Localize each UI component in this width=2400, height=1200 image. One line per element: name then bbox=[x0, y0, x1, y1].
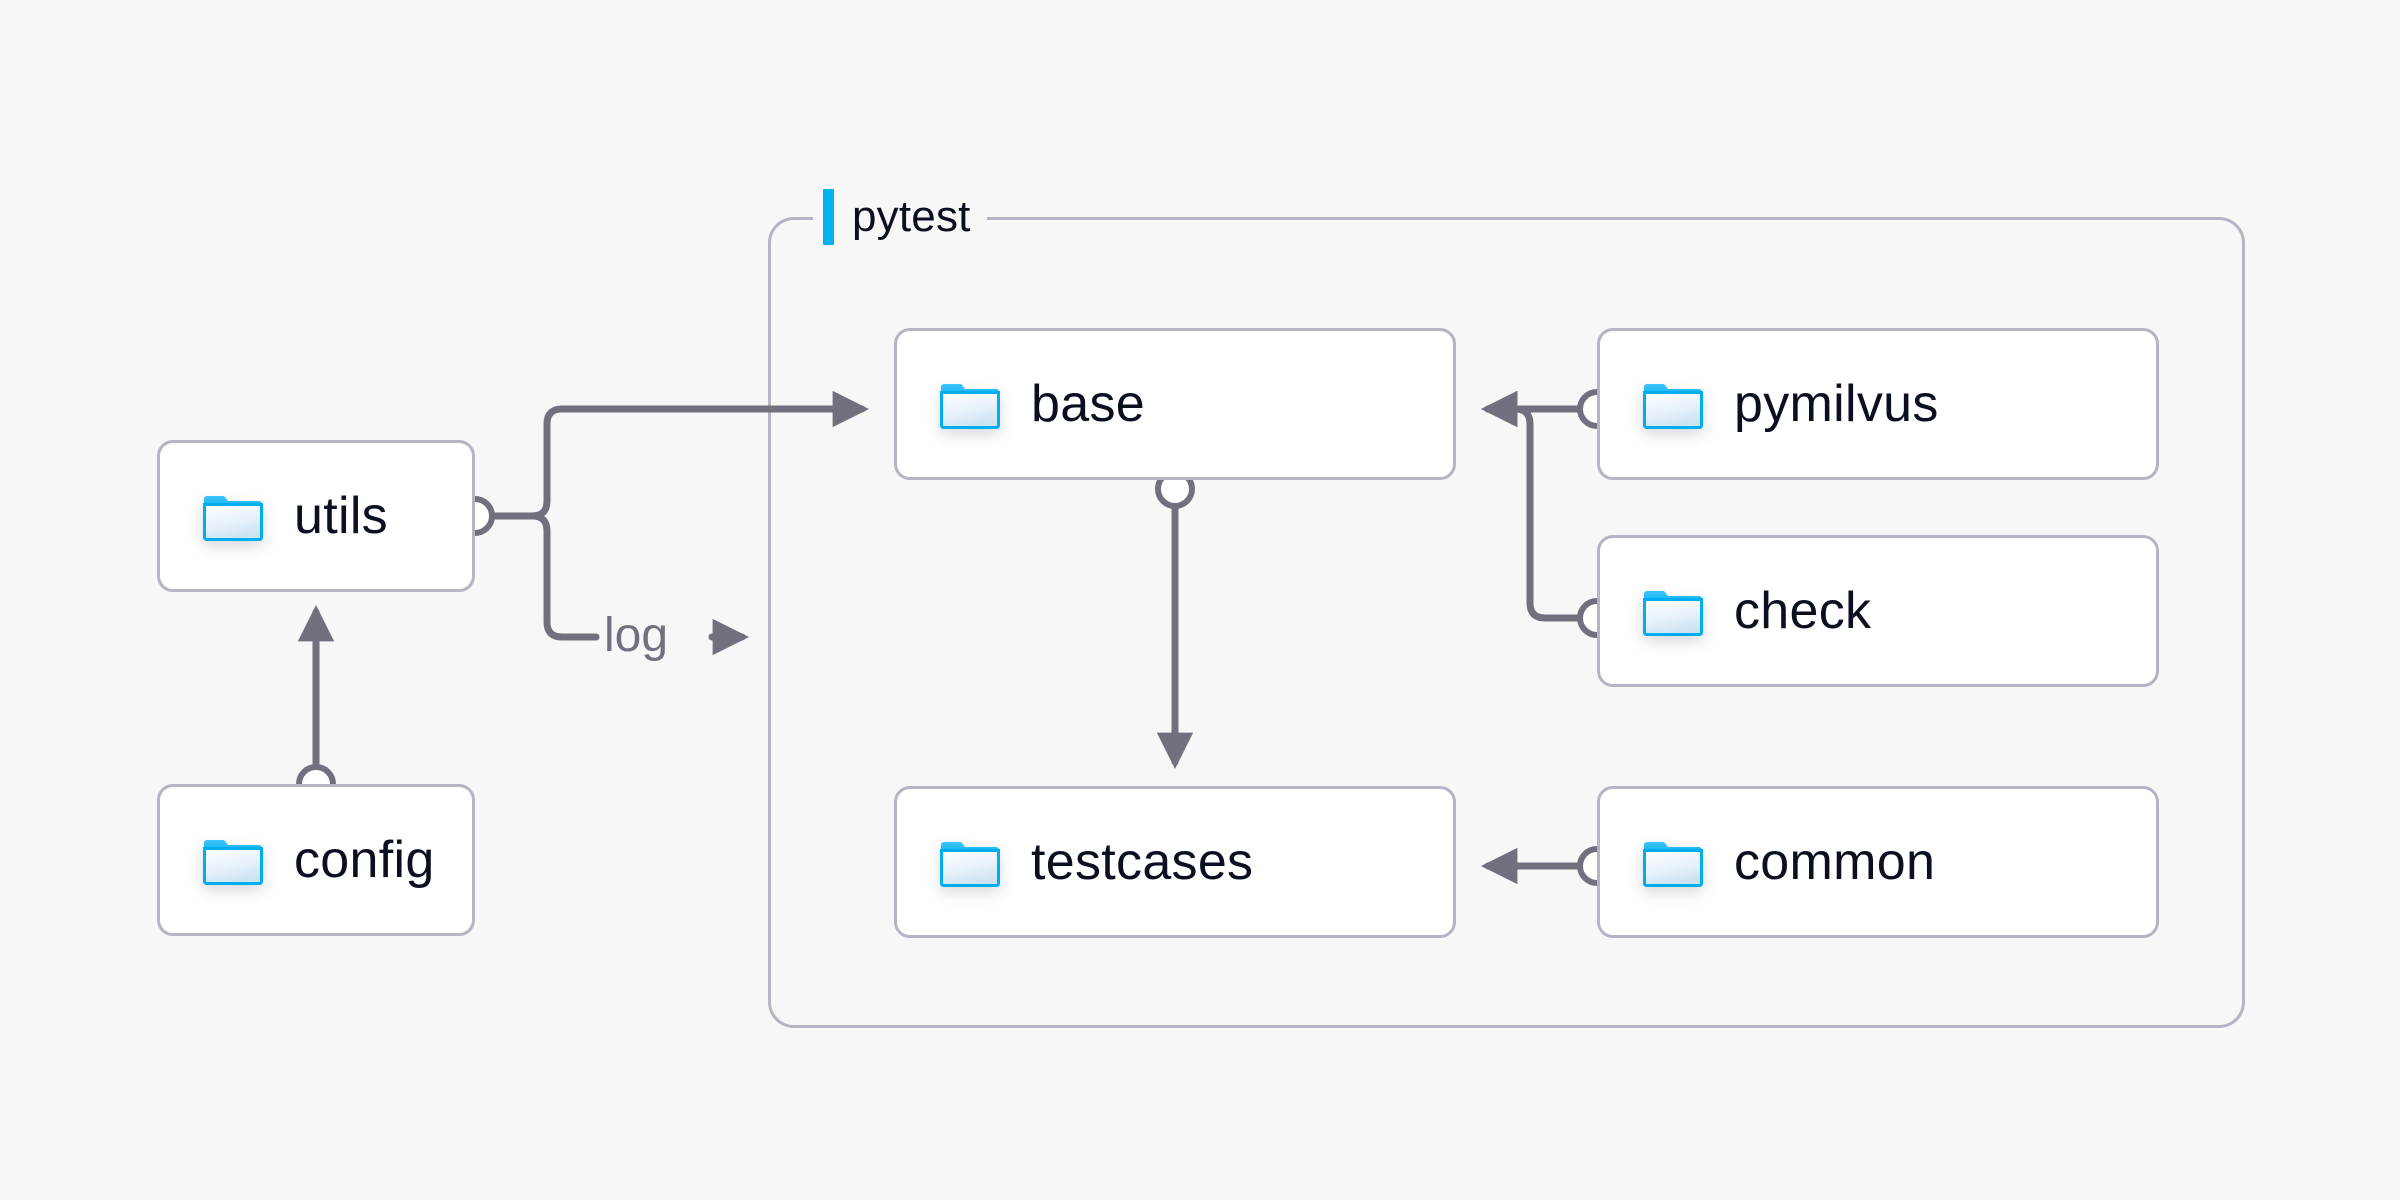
node-utils[interactable]: utils bbox=[157, 440, 475, 592]
folder-icon bbox=[1642, 378, 1704, 430]
accent-bar-icon bbox=[823, 189, 834, 245]
node-config[interactable]: config bbox=[157, 784, 475, 936]
pytest-group-container[interactable] bbox=[768, 217, 2245, 1028]
edge-label-log: log bbox=[604, 609, 669, 662]
node-common[interactable]: common bbox=[1597, 786, 2159, 938]
node-pymilvus[interactable]: pymilvus bbox=[1597, 328, 2159, 480]
node-label-utils: utils bbox=[294, 487, 388, 545]
pytest-group-label[interactable]: pytest bbox=[813, 185, 987, 249]
folder-icon bbox=[202, 490, 264, 542]
node-base[interactable]: base bbox=[894, 328, 1456, 480]
node-label-testcases: testcases bbox=[1031, 833, 1254, 891]
edge-config-to-utils[interactable] bbox=[296, 604, 336, 804]
folder-icon bbox=[939, 836, 1001, 888]
folder-icon bbox=[202, 834, 264, 886]
group-title-text: pytest bbox=[852, 192, 971, 241]
node-testcases[interactable]: testcases bbox=[894, 786, 1456, 938]
node-label-config: config bbox=[294, 831, 435, 889]
edge-utils-to-log[interactable] bbox=[488, 512, 600, 641]
folder-icon bbox=[939, 378, 1001, 430]
folder-icon bbox=[1642, 836, 1704, 888]
node-label-check: check bbox=[1734, 582, 1872, 640]
folder-icon bbox=[1642, 585, 1704, 637]
node-check[interactable]: check bbox=[1597, 535, 2159, 687]
node-label-pymilvus: pymilvus bbox=[1734, 375, 1939, 433]
node-label-base: base bbox=[1031, 375, 1145, 433]
node-label-common: common bbox=[1734, 833, 1936, 891]
